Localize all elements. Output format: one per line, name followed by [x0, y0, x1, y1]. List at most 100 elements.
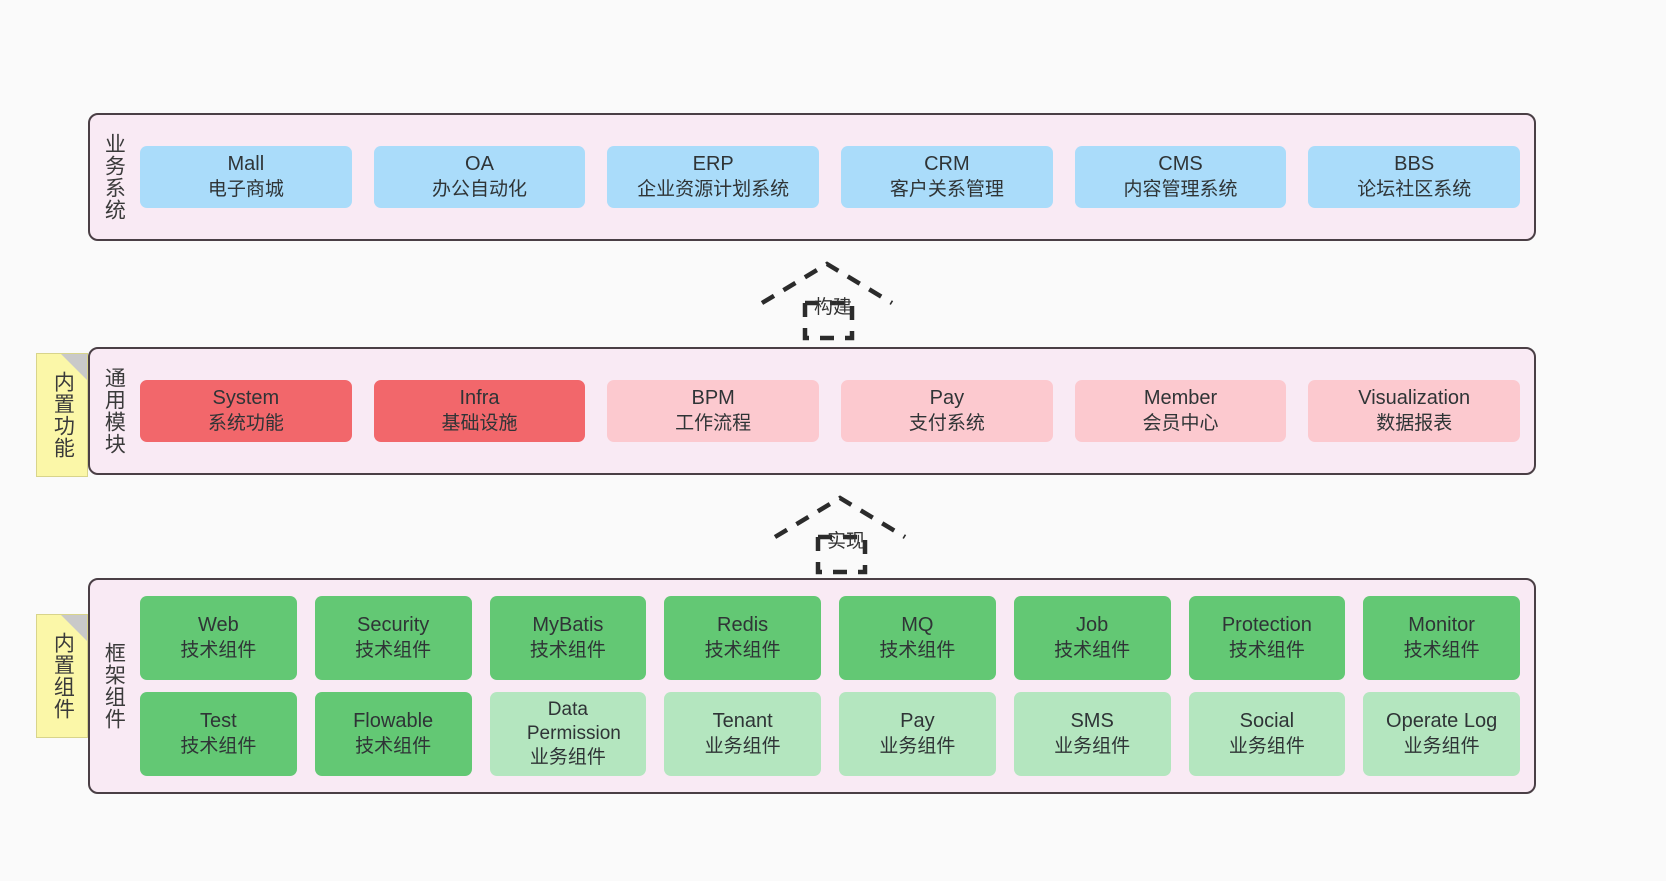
- box-subtitle: 业务组件: [1228, 735, 1305, 757]
- box-mybatis[interactable]: MyBatis 技术组件: [489, 596, 647, 680]
- box-crm[interactable]: CRM 客户关系管理: [841, 146, 1053, 208]
- box-subtitle: 客户关系管理: [889, 178, 1004, 200]
- layer-framework-components[interactable]: 框架组件 Web 技术组件 Security 技术组件 MyBatis 技术组件…: [88, 578, 1536, 794]
- box-subtitle: 会员中心: [1142, 412, 1219, 434]
- note-label: 内置功能: [51, 371, 75, 459]
- box-subtitle: 内容管理系统: [1123, 178, 1238, 200]
- box-subtitle: 工作流程: [675, 412, 752, 434]
- box-title: MyBatis: [532, 614, 604, 637]
- box-protection[interactable]: Protection 技术组件: [1188, 596, 1346, 680]
- box-infra[interactable]: Infra 基础设施: [373, 380, 586, 442]
- box-oa[interactable]: OA 办公自动化: [373, 146, 586, 208]
- box-title: Social: [1239, 710, 1295, 733]
- box-subtitle: 业务组件: [879, 735, 956, 757]
- box-operate-log[interactable]: Operate Log 业务组件: [1363, 692, 1520, 776]
- box-social[interactable]: Social 业务组件: [1188, 692, 1346, 776]
- box-title: Test: [200, 710, 237, 733]
- box-subtitle: 技术组件: [529, 639, 606, 661]
- box-title: Operate Log: [1386, 710, 1498, 733]
- box-redis[interactable]: Redis 技术组件: [664, 596, 821, 680]
- box-subtitle: 系统功能: [207, 412, 284, 434]
- box-bpm[interactable]: BPM 工作流程: [607, 380, 820, 442]
- box-row: Test 技术组件 Flowable 技术组件 Data Permission …: [140, 692, 1520, 776]
- box-flowable[interactable]: Flowable 技术组件: [314, 692, 472, 776]
- box-title: OA: [465, 153, 494, 176]
- box-subtitle: 基础设施: [441, 412, 518, 434]
- box-member[interactable]: Member 会员中心: [1074, 380, 1287, 442]
- box-subtitle: 技术组件: [180, 735, 257, 757]
- box-test[interactable]: Test 技术组件: [140, 692, 297, 776]
- note-builtin-components: 内置组件: [36, 614, 88, 738]
- box-title: BPM: [691, 387, 735, 410]
- layer-label-business: 业务系统: [102, 133, 126, 221]
- layer-business-systems[interactable]: 业务系统 Mall 电子商城 OA 办公自动化 ERP 企业资源计划系统 CRM…: [88, 113, 1536, 241]
- box-subtitle: 论坛社区系统: [1357, 178, 1472, 200]
- box-subtitle: 技术组件: [1403, 639, 1480, 661]
- box-monitor[interactable]: Monitor 技术组件: [1363, 596, 1520, 680]
- box-title: CMS: [1158, 153, 1203, 176]
- box-title: Monitor: [1408, 614, 1475, 637]
- box-visualization[interactable]: Visualization 数据报表: [1308, 380, 1521, 442]
- box-title: Web: [197, 614, 239, 637]
- box-title: Tenant: [712, 710, 773, 733]
- box-title: Visualization: [1358, 387, 1471, 410]
- box-tenant[interactable]: Tenant 业务组件: [664, 692, 821, 776]
- connector-implement-label: 实现: [827, 531, 866, 552]
- box-subtitle: 企业资源计划系统: [637, 178, 790, 200]
- box-subtitle: 办公自动化: [432, 178, 528, 200]
- box-subtitle: 技术组件: [180, 639, 257, 661]
- connector-build-label: 构建: [814, 297, 853, 318]
- box-subtitle: 技术组件: [879, 639, 956, 661]
- box-title: Mall: [227, 153, 265, 176]
- layer-body-framework: Web 技术组件 Security 技术组件 MyBatis 技术组件 Redi…: [136, 580, 1534, 792]
- layer-label-common: 通用模块: [102, 367, 126, 455]
- note-builtin-features: 内置功能: [36, 353, 88, 477]
- layer-label-framework: 框架组件: [102, 642, 126, 730]
- note-label: 内置组件: [51, 632, 75, 720]
- box-erp[interactable]: ERP 企业资源计划系统: [607, 146, 820, 208]
- box-web[interactable]: Web 技术组件: [140, 596, 297, 680]
- box-row: System 系统功能 Infra 基础设施 BPM 工作流程 Pay 支付系统…: [140, 380, 1521, 442]
- box-subtitle: 数据报表: [1376, 412, 1453, 434]
- box-subtitle: 技术组件: [704, 639, 781, 661]
- box-system[interactable]: System 系统功能: [140, 380, 352, 442]
- box-subtitle: 支付系统: [908, 412, 985, 434]
- box-security[interactable]: Security 技术组件: [314, 596, 472, 680]
- box-sms[interactable]: SMS 业务组件: [1013, 692, 1171, 776]
- box-title: Infra: [459, 387, 500, 410]
- box-title: ERP: [692, 153, 734, 176]
- box-title: Pay: [929, 387, 965, 410]
- box-mq[interactable]: MQ 技术组件: [839, 596, 996, 680]
- box-cms[interactable]: CMS 内容管理系统: [1074, 146, 1287, 208]
- box-job[interactable]: Job 技术组件: [1013, 596, 1171, 680]
- box-subtitle: 业务组件: [1054, 735, 1131, 757]
- box-data-permission[interactable]: Data Permission 业务组件: [489, 692, 647, 776]
- box-pay-module[interactable]: Pay 支付系统: [841, 380, 1053, 442]
- box-subtitle: 业务组件: [529, 747, 606, 769]
- box-title: Redis: [717, 614, 769, 637]
- box-subtitle: 技术组件: [355, 735, 432, 757]
- layer-body-common: System 系统功能 Infra 基础设施 BPM 工作流程 Pay 支付系统…: [136, 349, 1534, 473]
- box-title: Flowable: [353, 710, 434, 733]
- box-subtitle: 技术组件: [355, 639, 432, 661]
- box-title: Data Permission: [526, 698, 621, 744]
- box-bbs[interactable]: BBS 论坛社区系统: [1308, 146, 1521, 208]
- box-subtitle: 业务组件: [1403, 735, 1480, 757]
- box-row: Mall 电子商城 OA 办公自动化 ERP 企业资源计划系统 CRM 客户关系…: [140, 146, 1521, 208]
- box-title: Security: [357, 614, 430, 637]
- box-subtitle: 技术组件: [1228, 639, 1305, 661]
- box-title: SMS: [1070, 710, 1114, 733]
- box-subtitle: 技术组件: [1054, 639, 1131, 661]
- layer-common-modules[interactable]: 通用模块 System 系统功能 Infra 基础设施 BPM 工作流程 Pay…: [88, 347, 1536, 475]
- box-title: BBS: [1394, 153, 1435, 176]
- box-title: System: [212, 387, 280, 410]
- box-subtitle: 电子商城: [207, 178, 284, 200]
- box-pay-component[interactable]: Pay 业务组件: [839, 692, 996, 776]
- box-row: Web 技术组件 Security 技术组件 MyBatis 技术组件 Redi…: [140, 596, 1520, 680]
- box-title: Pay: [900, 710, 935, 733]
- box-title: Member: [1143, 387, 1218, 410]
- layer-body-business: Mall 电子商城 OA 办公自动化 ERP 企业资源计划系统 CRM 客户关系…: [136, 115, 1534, 239]
- box-mall[interactable]: Mall 电子商城: [140, 146, 352, 208]
- box-title: CRM: [924, 153, 970, 176]
